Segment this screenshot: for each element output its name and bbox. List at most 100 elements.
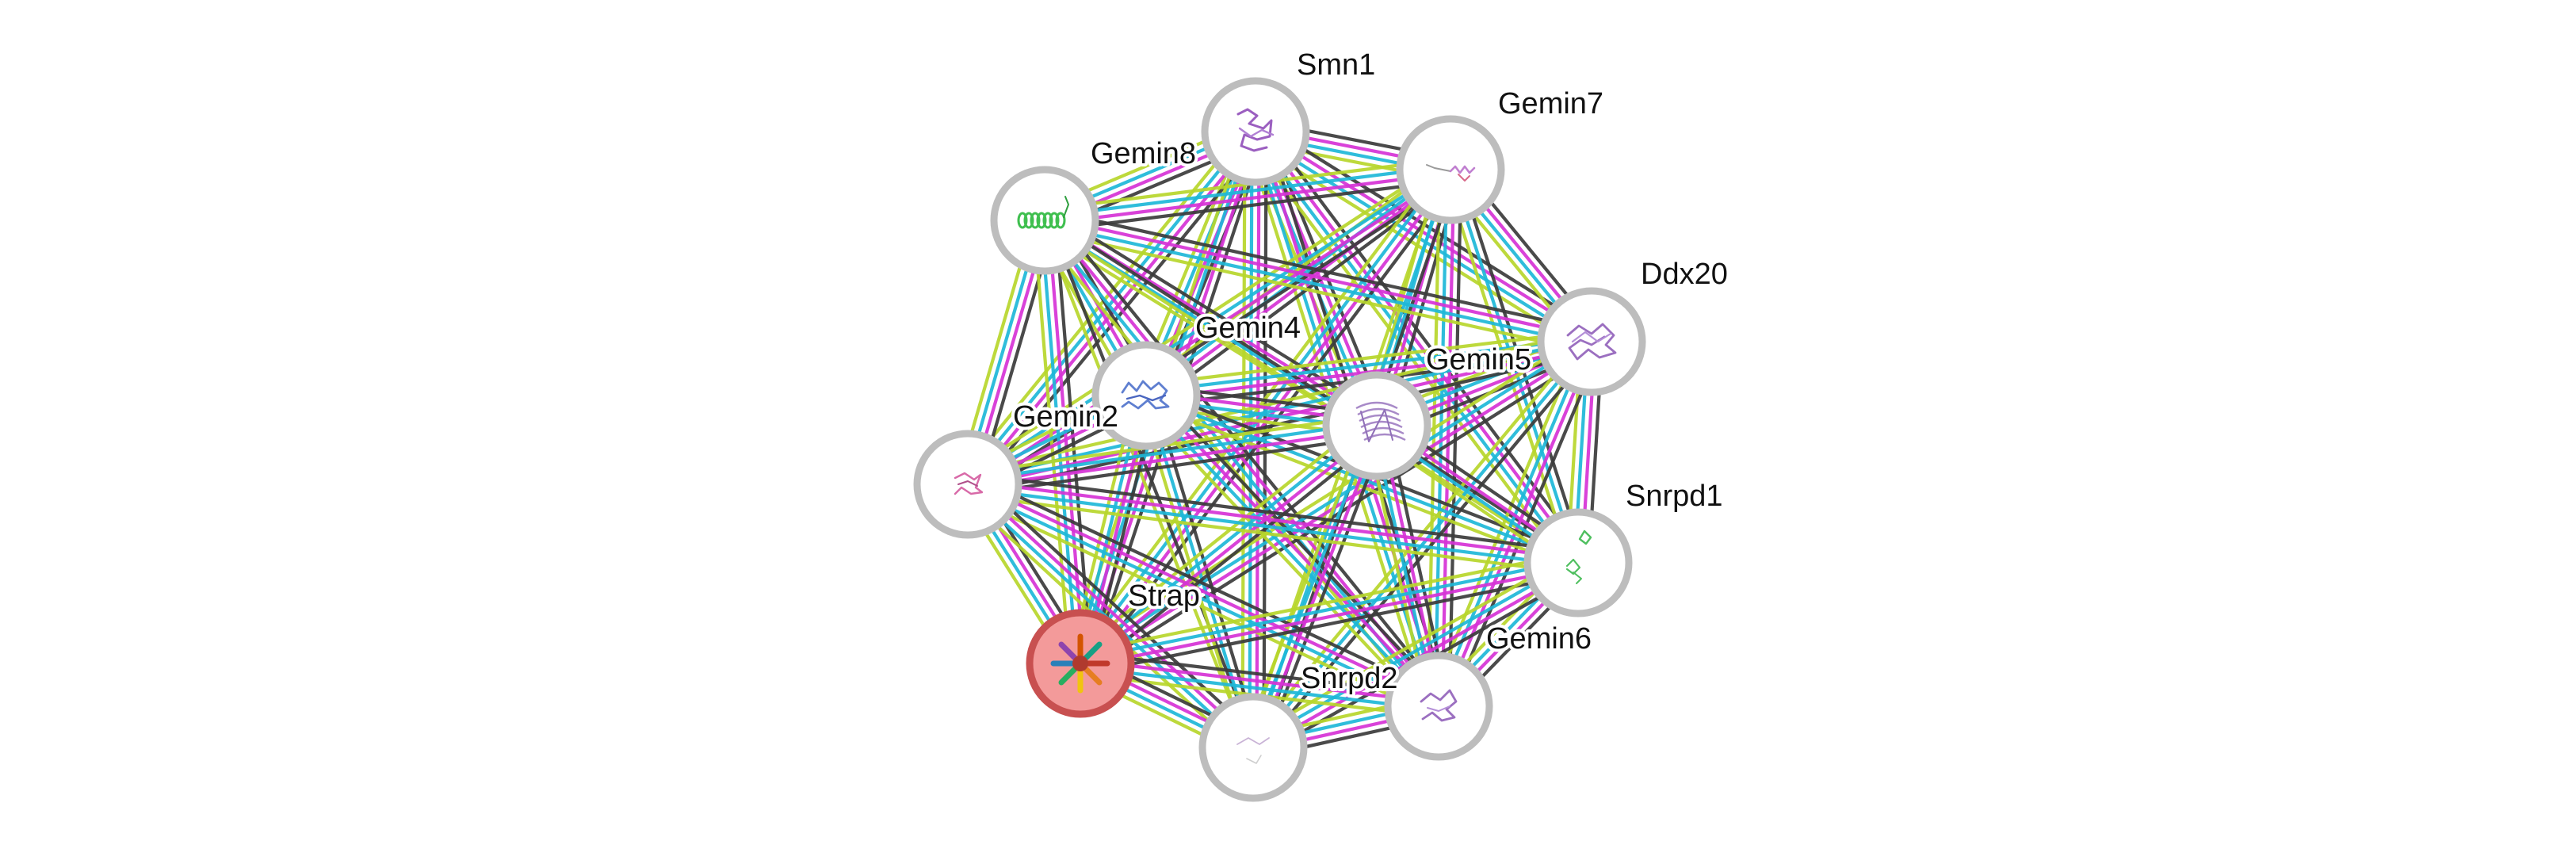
edge-gemin8-ddx20 — [1040, 208, 1596, 354]
edge-gemin2-snrpd1 — [965, 472, 1581, 575]
edge-line-cyan — [1249, 557, 1578, 747]
node-label-gemin4[interactable]: Gemin4 — [1192, 308, 1304, 348]
protein-structure-rainbow-icon — [1050, 633, 1110, 694]
edge-line-yellow — [1427, 335, 1584, 704]
edge-line-black — [974, 136, 1266, 493]
edge-line-black — [1080, 651, 1442, 698]
node-circle[interactable] — [1523, 508, 1633, 617]
node-label-gemin6[interactable]: Gemin6 — [1483, 619, 1595, 659]
edge-line-black — [967, 434, 1381, 497]
protein-structure-purple-icon — [1355, 401, 1406, 442]
edge-line-magenta — [1043, 171, 1453, 226]
edge-line-yellow — [1072, 331, 1588, 656]
edge-line-yellow — [965, 493, 1579, 575]
protein-structure-green-icon — [1565, 529, 1592, 584]
edge-line-black — [967, 472, 1581, 554]
edge-line-magenta — [1079, 658, 1441, 705]
node-circle[interactable] — [1396, 115, 1505, 224]
edge-line-cyan — [1251, 132, 1577, 567]
node-circle[interactable] — [1384, 652, 1493, 761]
edge-line-black — [1051, 212, 1449, 702]
edge-line-cyan — [1144, 393, 1580, 565]
node-ddx20[interactable] — [1537, 287, 1646, 396]
edge-line-cyan — [1433, 167, 1449, 709]
edge-line-black — [1150, 176, 1459, 406]
edge-gemin5-gemin2 — [964, 413, 1381, 497]
node-circle[interactable] — [913, 430, 1022, 539]
node-label-snrpd2[interactable]: Snrpd2 — [1298, 659, 1401, 698]
edge-line-yellow — [1072, 415, 1372, 657]
edge-line-magenta — [1256, 127, 1596, 341]
edge-line-yellow — [1246, 552, 1575, 740]
protein-structure-faint-icon — [1236, 737, 1270, 764]
node-label-strap[interactable]: Strap — [1125, 576, 1203, 616]
edge-line-cyan — [1077, 557, 1580, 662]
node-label-ddx20[interactable]: Ddx20 — [1638, 254, 1731, 294]
edge-line-magenta — [1043, 215, 1595, 340]
edge-line-yellow — [1039, 220, 1252, 751]
node-label-gemin8[interactable]: Gemin8 — [1087, 134, 1199, 174]
node-gemin6[interactable] — [1384, 652, 1493, 761]
edge-line-cyan — [964, 485, 1439, 712]
edge-line-magenta — [966, 479, 1580, 561]
edge-line-yellow — [1076, 550, 1578, 655]
protein-structure-purple-icon — [1420, 689, 1458, 722]
edge-line-black — [1048, 209, 1385, 419]
node-snrpd1[interactable] — [1523, 508, 1633, 617]
node-gemin4[interactable] — [1091, 341, 1201, 450]
edge-line-cyan — [1076, 421, 1377, 663]
edge-line-cyan — [1041, 222, 1593, 347]
edge-line-black — [1256, 344, 1599, 754]
edge-line-cyan — [1042, 164, 1452, 219]
protein-structure-green-helix-icon — [1017, 196, 1069, 229]
node-label-gemin5[interactable]: Gemin5 — [1423, 340, 1535, 380]
edge-line-cyan — [965, 420, 1378, 483]
node-smn1[interactable] — [1201, 77, 1310, 186]
node-gemin8[interactable] — [990, 166, 1099, 275]
protein-structure-purple-icon — [1566, 323, 1617, 361]
node-label-gemin2[interactable]: Gemin2 — [1010, 397, 1122, 437]
node-circle[interactable] — [1198, 693, 1308, 802]
edge-line-black — [1085, 432, 1385, 674]
edge-line-black — [1045, 208, 1596, 333]
edge-line-black — [970, 472, 1445, 698]
edge-line-cyan — [1076, 337, 1592, 663]
protein-structure-pink-icon — [954, 472, 984, 495]
edge-line-magenta — [1079, 564, 1581, 669]
edge-line-cyan — [1248, 422, 1375, 748]
node-circle[interactable] — [1091, 341, 1201, 450]
edge-line-black — [973, 474, 1263, 742]
edge-line-cyan — [1448, 167, 1580, 565]
edge-line-black — [972, 177, 1458, 495]
edge-line-yellow — [961, 492, 1436, 718]
node-gemin5[interactable] — [1322, 371, 1431, 480]
node-label-snrpd1[interactable]: Snrpd1 — [1622, 476, 1726, 516]
edge-gemin2-gemin6 — [961, 472, 1445, 718]
edge-line-black — [1447, 344, 1603, 713]
node-gemin7[interactable] — [1396, 115, 1505, 224]
edge-line-yellow — [964, 413, 1378, 476]
protein-structure-helix-icon — [1426, 164, 1476, 182]
node-circle[interactable] — [1537, 287, 1646, 396]
edge-line-black — [1046, 217, 1259, 748]
edge-line-black — [1080, 572, 1582, 676]
node-label-gemin7[interactable]: Gemin7 — [1495, 84, 1607, 124]
node-label-smn1[interactable]: Smn1 — [1294, 45, 1378, 85]
edge-line-cyan — [1252, 132, 1592, 346]
edge-line-yellow — [1040, 229, 1592, 354]
edge-gemin8-snrpd2 — [1039, 217, 1259, 751]
edge-line-yellow — [1143, 329, 1592, 387]
node-strap[interactable] — [1026, 609, 1135, 718]
edge-line-yellow — [1032, 220, 1072, 667]
edge-line-yellow — [1442, 170, 1573, 567]
node-snrpd2[interactable] — [1198, 693, 1308, 802]
edge-line-magenta — [1146, 170, 1454, 400]
protein-structure-blue-icon — [1121, 380, 1170, 410]
edge-line-magenta — [1080, 342, 1596, 668]
edge-line-magenta — [1147, 391, 1443, 706]
labels-layer: Smn1Gemin7Gemin8Ddx20Gemin4Gemin5Gemin2S… — [1010, 45, 1731, 698]
node-circle[interactable] — [1201, 77, 1310, 186]
node-gemin2[interactable] — [913, 430, 1022, 539]
edge-snrpd1-strap — [1076, 550, 1582, 676]
